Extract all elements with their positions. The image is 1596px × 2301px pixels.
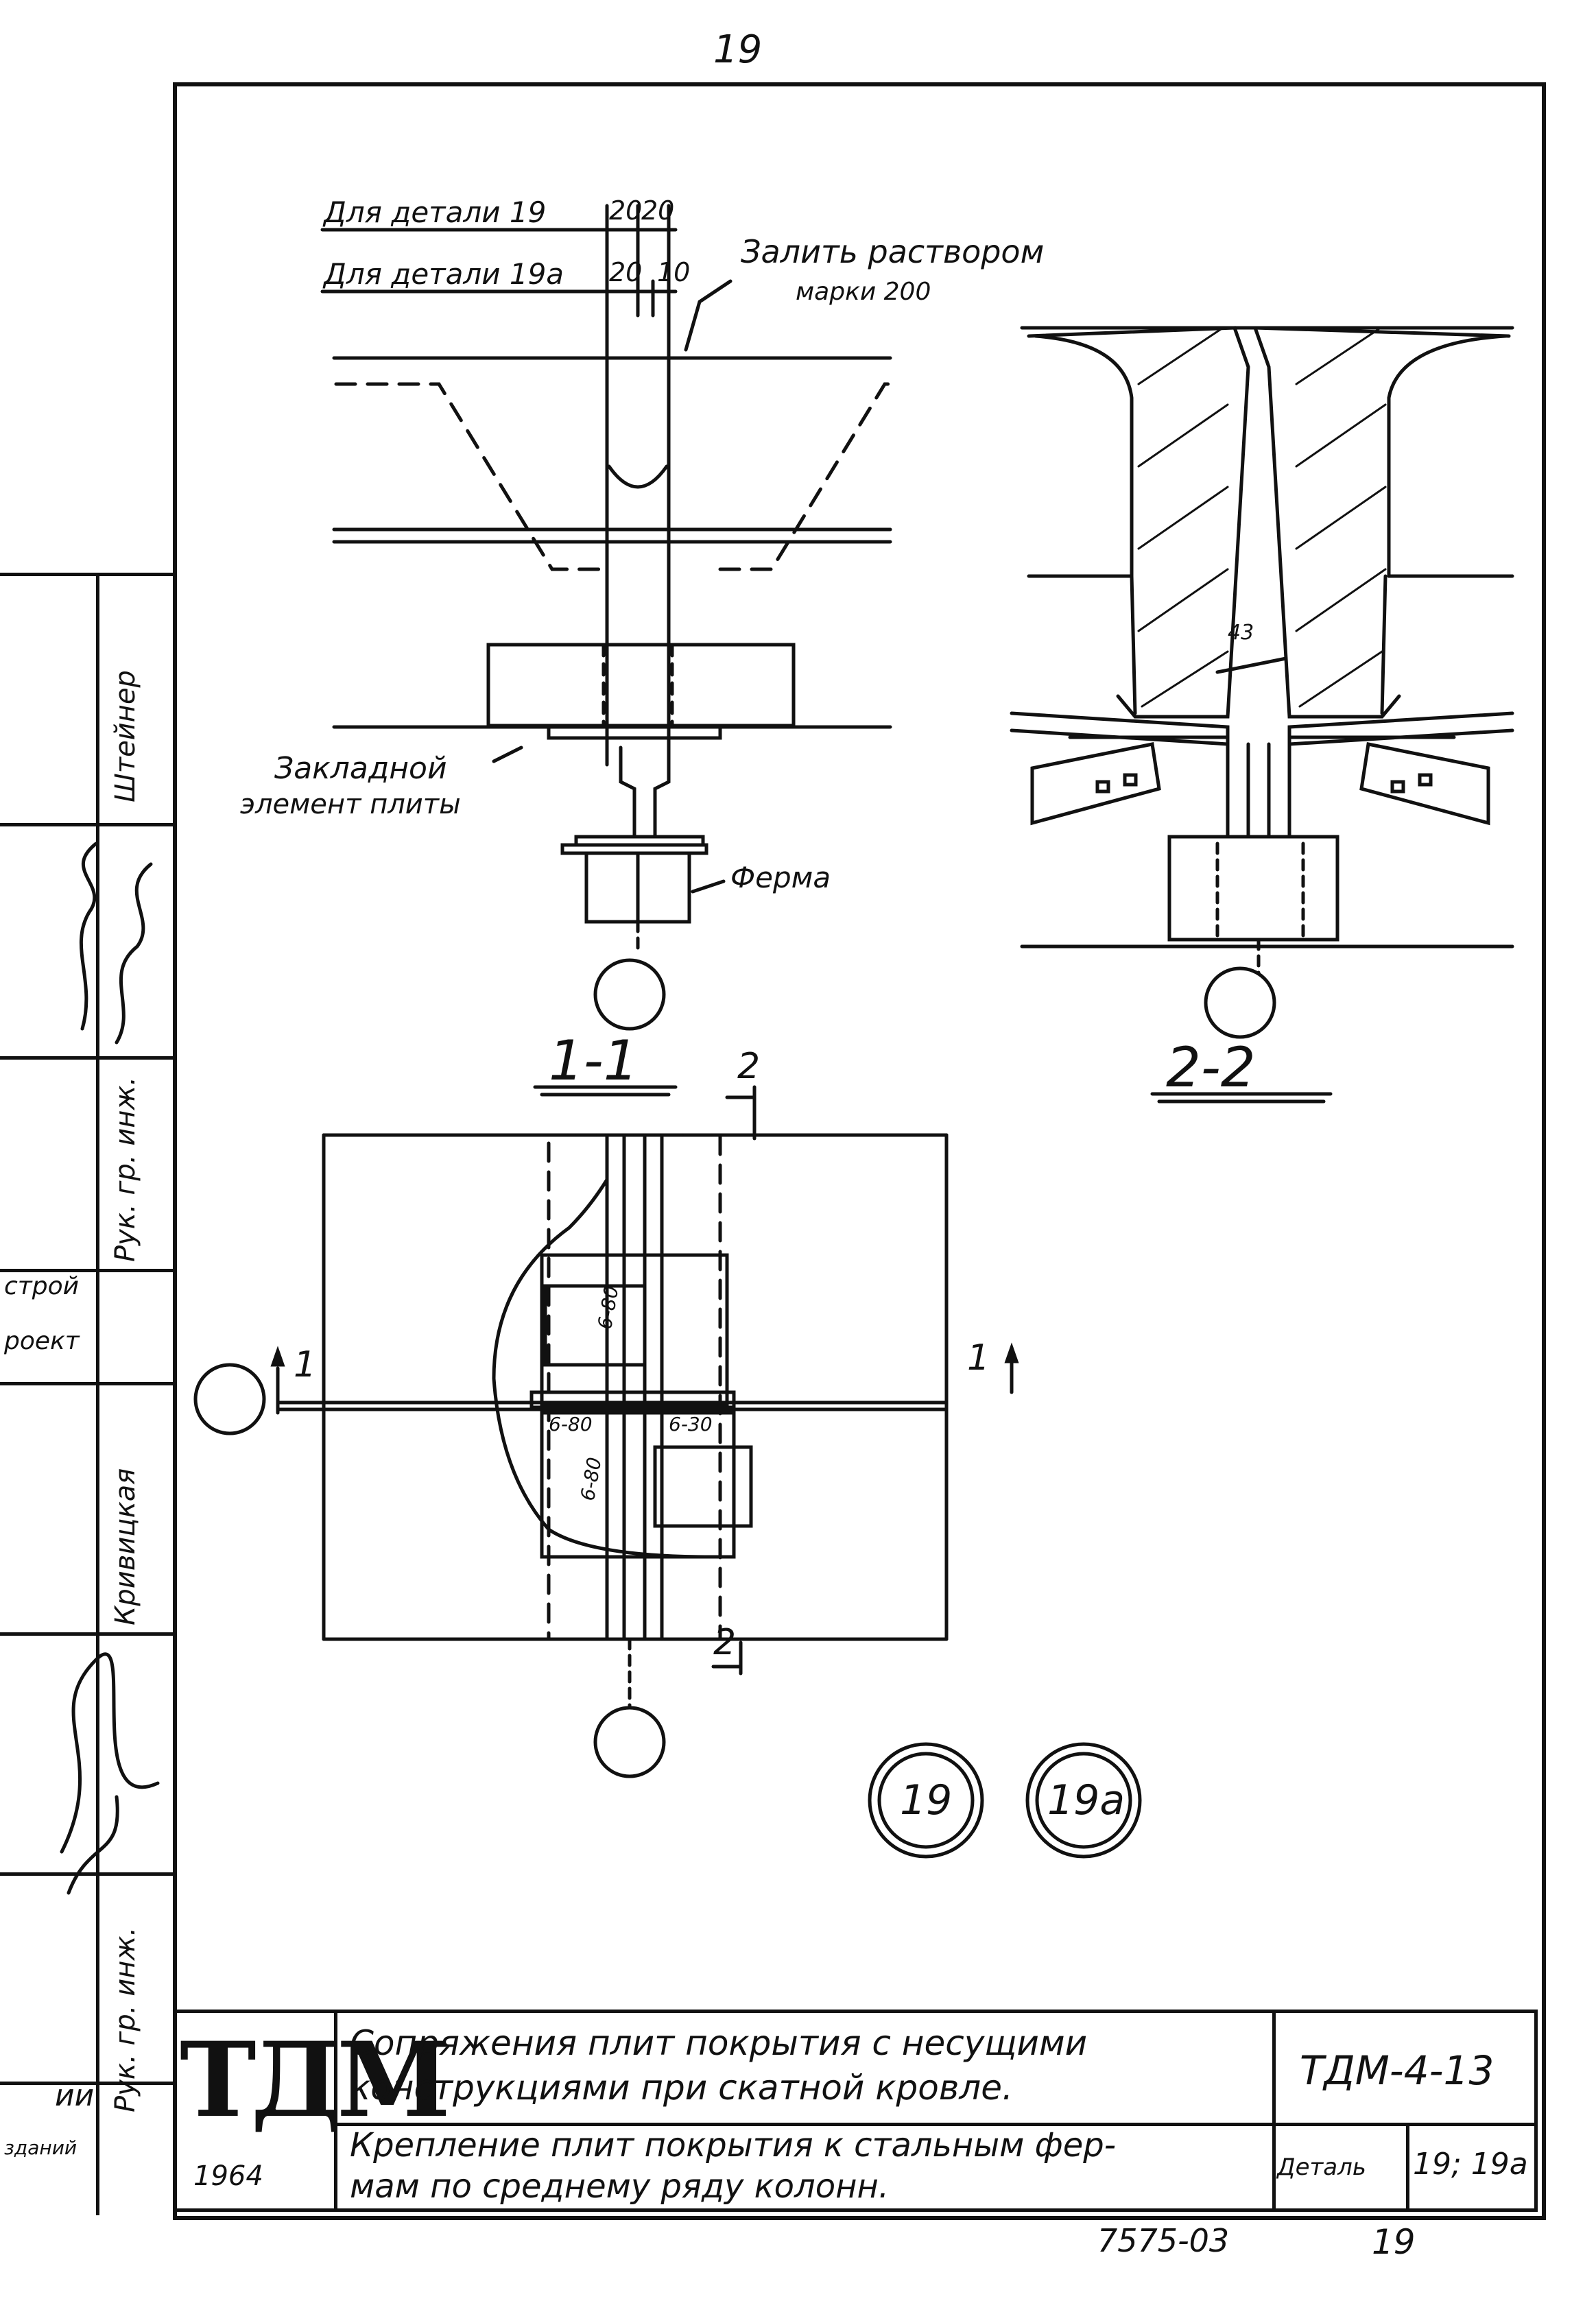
grout-note-line2: марки 200 [796, 278, 931, 306]
side-stamp-rule [0, 2082, 173, 2085]
dim-label-detail-19a: Для детали 19а [324, 257, 564, 291]
side-stamp-rule [0, 1382, 173, 1385]
title-block-sheet-number: 19 [1372, 2222, 1416, 2262]
side-stamp-rule [0, 1056, 173, 1060]
title-block-year: 1964 [193, 2160, 263, 2192]
title-block-mid-rule [334, 2123, 1274, 2126]
page-number-top: 19 [713, 27, 763, 72]
dim-label-detail-19: Для детали 19 [324, 195, 547, 229]
title-block-title-line1: Сопряжения плит покрытия с несущими [350, 2023, 1088, 2063]
section-cut-mark-right: 1 [967, 1337, 990, 1379]
side-stamp-bottom-2: зданий [4, 2136, 78, 2159]
weld-label-3: 6-30 [669, 1413, 713, 1435]
side-stamp-rule [0, 823, 173, 826]
title-block-archive-number: 7575-03 [1097, 2222, 1230, 2259]
title-block-subtitle-line1: Крепление плит покрытия к стальным фер- [350, 2126, 1117, 2165]
side-stamp-bottom-1: ии [55, 2078, 95, 2113]
side-stamp-rule [0, 1269, 173, 1272]
title-block-logo-cell [173, 2010, 337, 2212]
section-2-2-label: 2-2 [1166, 1036, 1256, 1099]
section-cut-mark-bottom: 2 [713, 1622, 737, 1663]
dim-value-19a-a: 20 [609, 257, 643, 287]
truss-label: Ферма [730, 861, 831, 894]
side-stamp-org-2: роект [4, 1327, 80, 1355]
title-block-detail-cell [1272, 2123, 1538, 2212]
drawing-frame [173, 82, 1546, 2220]
section-cut-mark-top: 2 [737, 1046, 761, 1087]
embedded-element-line2: элемент плиты [240, 789, 461, 820]
side-stamp-org-1: строй [4, 1272, 80, 1300]
embedded-element-line1: Закладной [274, 751, 447, 786]
side-stamp [0, 573, 173, 2215]
title-block-title-line2: конструкциями при скатной кровле. [350, 2068, 1013, 2108]
title-block-detail-value: 19; 19а [1413, 2147, 1528, 2182]
section-1-1-label: 1-1 [549, 1029, 639, 1093]
dim-value-19-a: 20 [609, 195, 643, 226]
weld-label-2: 6-80 [549, 1413, 593, 1435]
grout-note-line1: Залить раствором [741, 233, 1045, 270]
detail-mark-19: 19 [900, 1776, 953, 1824]
dimension-43: 43 [1228, 621, 1254, 645]
side-stamp-rule [0, 1632, 173, 1636]
tdm-logo: ТДМ [180, 2020, 451, 2141]
dim-value-19a-b: 10 [657, 257, 691, 287]
title-block-detail-divider [1406, 2123, 1409, 2212]
title-block-detail-label: Деталь [1277, 2154, 1366, 2181]
side-stamp-divider [96, 576, 99, 2215]
title-block-series: ТДМ-4-13 [1300, 2047, 1494, 2094]
section-cut-mark-left: 1 [294, 1344, 317, 1385]
side-stamp-rule [0, 1872, 173, 1876]
dim-value-19-b: 20 [641, 195, 675, 226]
title-block-subtitle-line2: мам по среднему ряду колонн. [350, 2167, 890, 2206]
detail-mark-19a: 19a [1047, 1776, 1125, 1824]
